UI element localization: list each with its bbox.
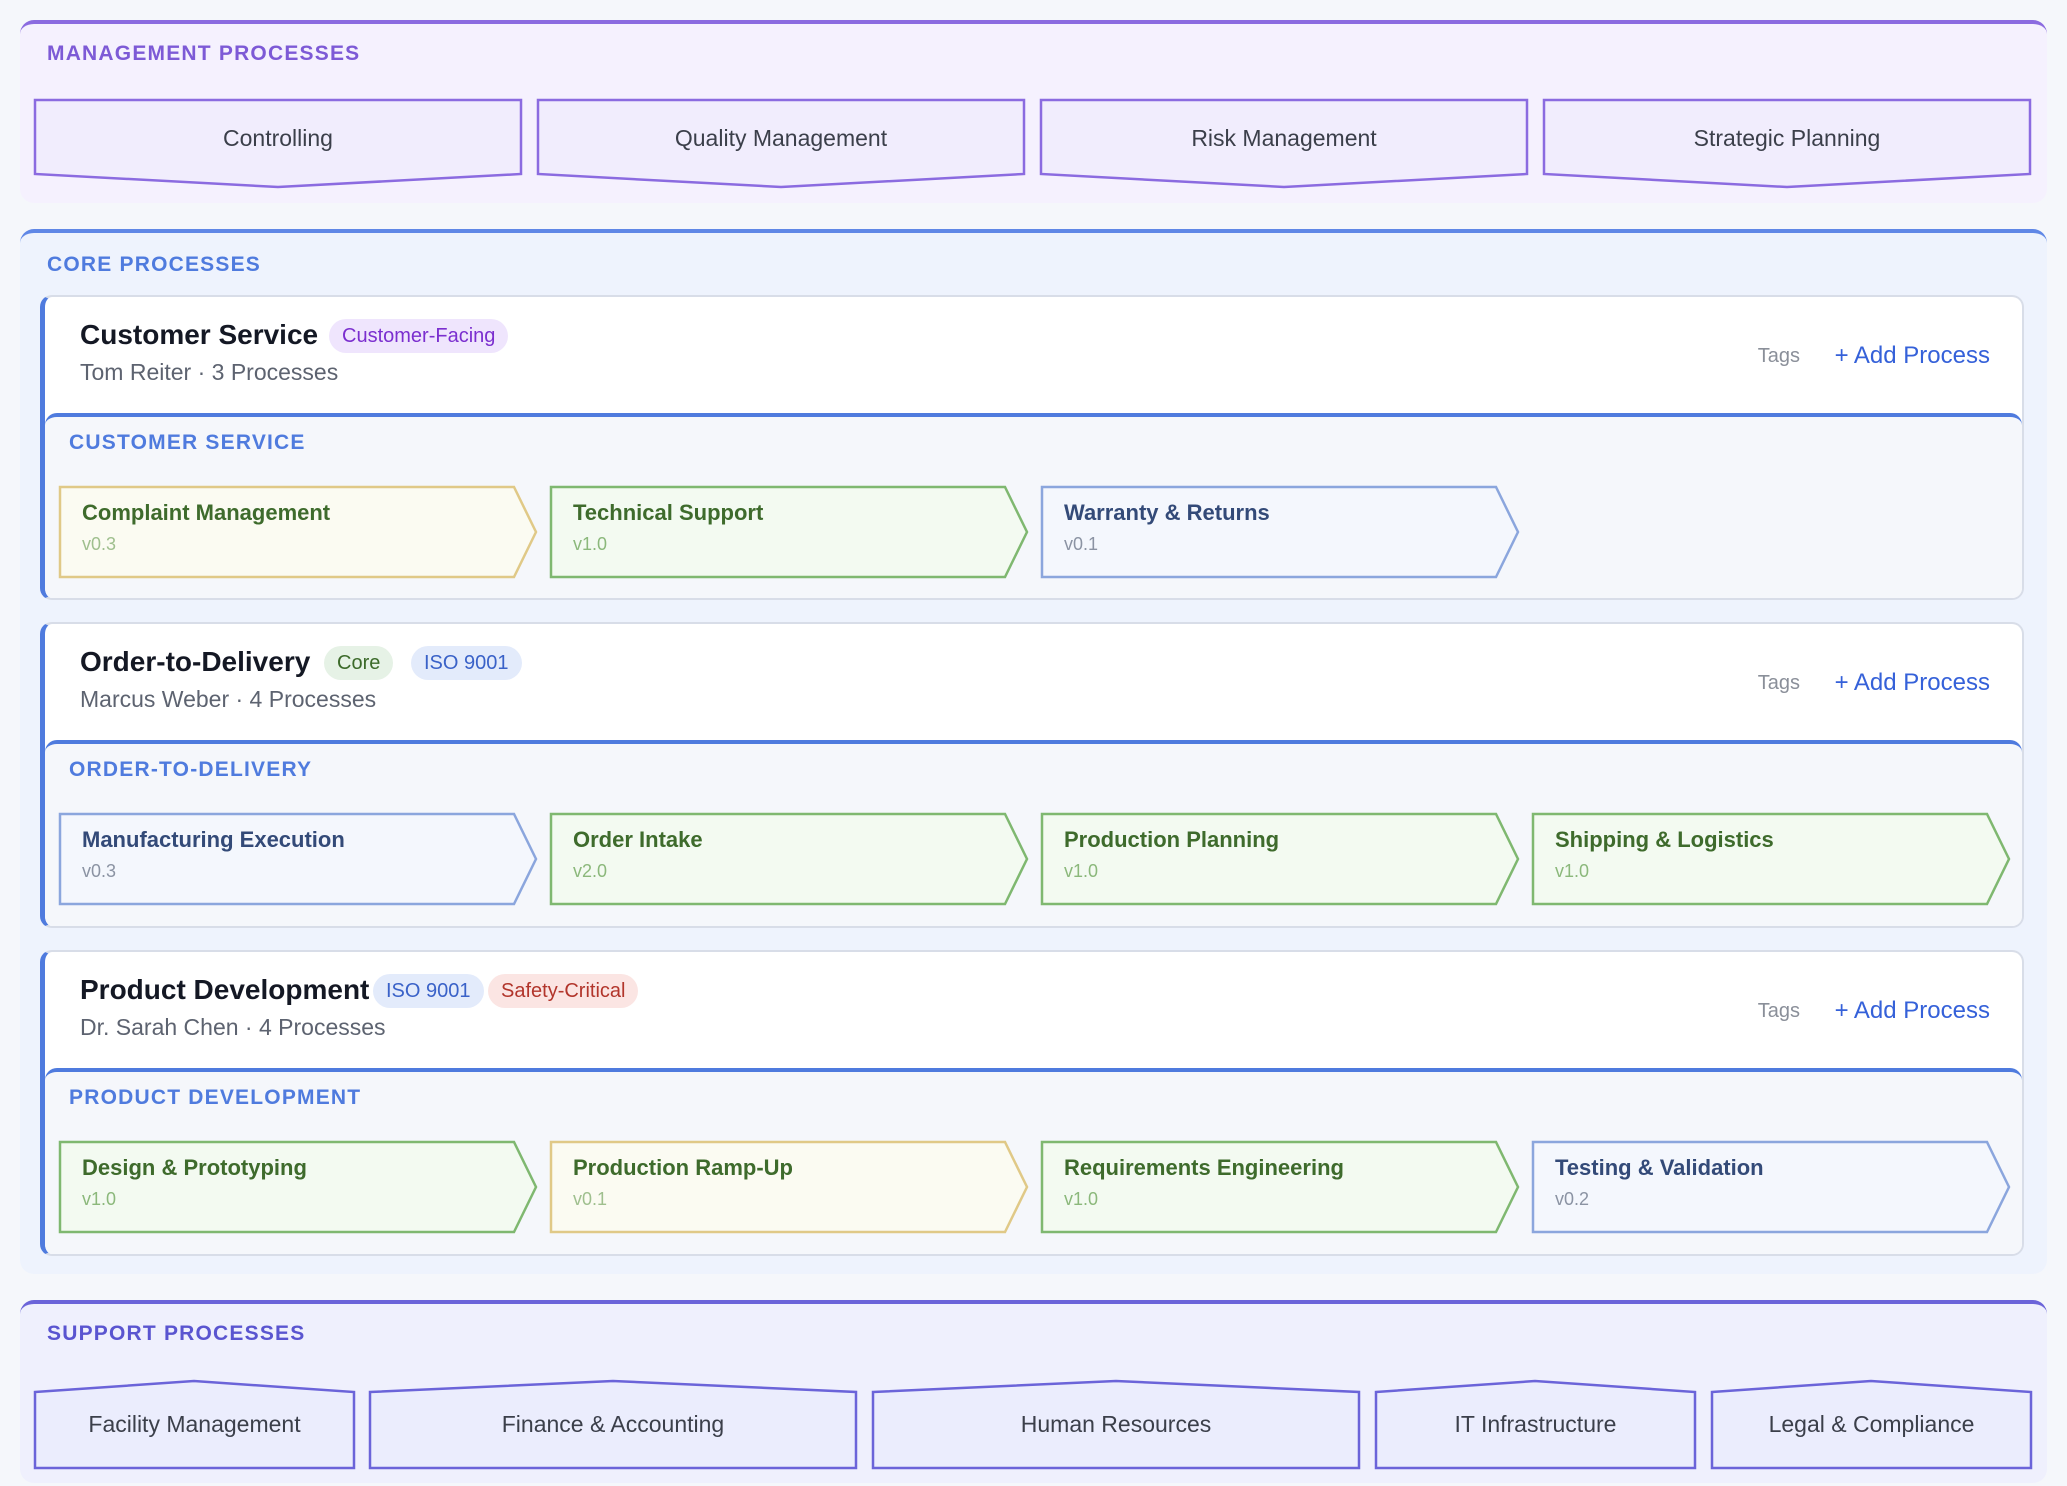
lane-title: ORDER-TO-DELIVERY [69,758,313,781]
process-name: Production Ramp-Up [573,1155,793,1180]
process-group-order-to-delivery: Order-to-Delivery Core ISO 9001 Marcus W… [40,622,2024,928]
group-owner-count: Dr. Sarah Chen · 4 Processes [80,1014,386,1040]
add-process-button[interactable]: + Add Process [1834,997,1990,1024]
process-name: Production Planning [1064,827,1280,852]
process-name: Requirements Engineering [1064,1155,1344,1180]
process-card[interactable]: Order Intake v2.0 [549,812,1029,906]
management-process-label: Risk Management [1191,124,1377,151]
group-owner-count: Marcus Weber · 4 Processes [80,686,377,712]
process-version: v0.3 [82,861,117,881]
process-version: v0.2 [1555,1189,1590,1209]
support-process-legal[interactable]: Legal & Compliance [1710,1379,2033,1470]
process-card[interactable]: Testing & Validation v0.2 [1531,1140,2011,1234]
group-title: Order-to-Delivery [80,646,311,677]
process-name: Design & Prototyping [82,1155,307,1180]
process-lane: ORDER-TO-DELIVERY Manufacturing Executio… [45,740,2022,926]
management-process-strategic[interactable]: Strategic Planning [1542,98,2032,189]
tags-button[interactable]: Tags [1757,345,1800,367]
tags-button[interactable]: Tags [1757,672,1800,694]
tag-badge: Core [324,646,394,680]
process-group-product-development: Product Development ISO 9001 Safety-Crit… [40,950,2024,1256]
process-card[interactable]: Technical Support v1.0 [549,485,1029,579]
management-process-label: Strategic Planning [1693,124,1881,151]
process-version: v2.0 [573,861,608,881]
core-section-title: CORE PROCESSES [47,253,262,276]
process-card[interactable]: Complaint Management v0.3 [58,485,538,579]
tags-button[interactable]: Tags [1757,1000,1800,1022]
management-processes-section: MANAGEMENT PROCESSES Controlling Quality… [20,20,2047,203]
management-process-controlling[interactable]: Controlling [33,98,523,189]
tag-badge: Customer-Facing [329,319,509,353]
support-process-label: Legal & Compliance [1768,1411,1975,1437]
process-version: v1.0 [1064,1189,1099,1209]
process-card[interactable]: Production Ramp-Up v0.1 [549,1140,1029,1234]
process-card[interactable]: Production Planning v1.0 [1040,812,1520,906]
process-name: Warranty & Returns [1064,500,1270,525]
support-process-finance[interactable]: Finance & Accounting [368,1379,858,1470]
support-process-facility[interactable]: Facility Management [33,1379,356,1470]
process-name: Complaint Management [82,500,331,525]
management-section-title: MANAGEMENT PROCESSES [47,42,361,65]
lane-title: PRODUCT DEVELOPMENT [69,1086,362,1109]
management-process-label: Quality Management [674,124,888,151]
add-process-button[interactable]: + Add Process [1834,669,1990,696]
process-version: v0.1 [573,1189,608,1209]
support-process-label: Human Resources [1020,1411,1212,1437]
process-lane: PRODUCT DEVELOPMENT Design & Prototyping… [45,1068,2022,1254]
process-name: Testing & Validation [1555,1155,1764,1180]
process-name: Shipping & Logistics [1555,827,1774,852]
process-version: v1.0 [573,534,608,554]
core-processes-section: CORE PROCESSES Customer Service Customer… [20,229,2047,1274]
group-title: Customer Service [80,319,319,350]
group-title: Product Development [80,974,370,1005]
management-process-label: Controlling [223,124,333,151]
management-process-quality[interactable]: Quality Management [536,98,1026,189]
support-process-label: IT Infrastructure [1454,1411,1617,1437]
lane-title: CUSTOMER SERVICE [69,431,306,454]
process-version: v1.0 [82,1189,117,1209]
process-card[interactable]: Manufacturing Execution v0.3 [58,812,538,906]
process-name: Technical Support [573,500,764,525]
support-process-hr[interactable]: Human Resources [871,1379,1361,1470]
process-version: v0.3 [82,534,117,554]
process-lane: CUSTOMER SERVICE Complaint Management v0… [45,413,2022,598]
process-version: v1.0 [1555,861,1590,881]
process-name: Order Intake [573,827,703,852]
support-processes-section: SUPPORT PROCESSES Facility Management Fi… [20,1300,2047,1483]
tag-badge: Safety-Critical [488,974,639,1008]
group-owner-count: Tom Reiter · 3 Processes [80,359,339,385]
process-group-customer-service: Customer Service Customer-Facing Tom Rei… [40,295,2024,600]
tag-badge: ISO 9001 [373,974,484,1008]
process-card[interactable]: Design & Prototyping v1.0 [58,1140,538,1234]
support-process-it[interactable]: IT Infrastructure [1374,1379,1697,1470]
support-process-label: Facility Management [88,1411,301,1437]
process-card[interactable]: Requirements Engineering v1.0 [1040,1140,1520,1234]
support-section-title: SUPPORT PROCESSES [47,1322,306,1345]
add-process-button[interactable]: + Add Process [1834,342,1990,369]
process-card[interactable]: Shipping & Logistics v1.0 [1531,812,2011,906]
process-card[interactable]: Warranty & Returns v0.1 [1040,485,1520,579]
management-process-risk[interactable]: Risk Management [1039,98,1529,189]
process-version: v0.1 [1064,534,1099,554]
process-name: Manufacturing Execution [82,827,345,852]
process-version: v1.0 [1064,861,1099,881]
tag-badge: ISO 9001 [411,646,522,680]
support-process-label: Finance & Accounting [501,1411,725,1437]
